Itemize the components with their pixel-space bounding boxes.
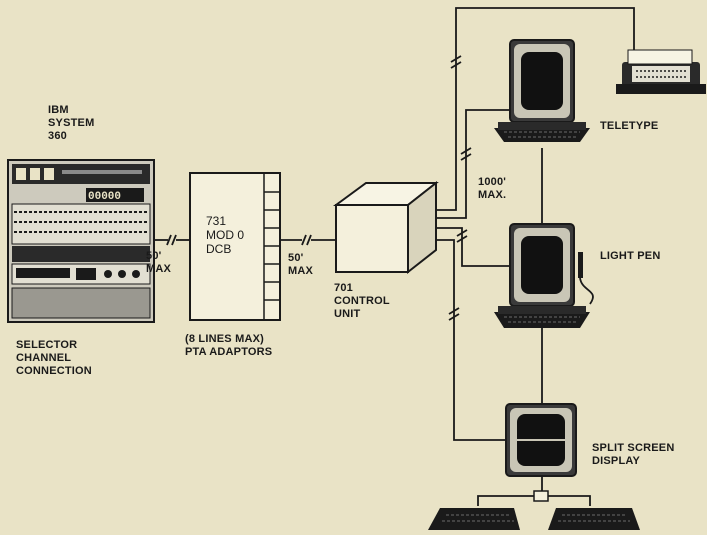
keyboard-splitter [533,490,549,502]
light-pen-label: LIGHT PEN [600,250,661,262]
cable-adaptor-to-control [280,234,336,246]
ibm-system-360-label: IBM SYSTEM 360 [48,104,95,142]
light-pen-icon [578,252,594,305]
split-screen-keyboard-right [548,508,640,530]
adaptor-box [189,172,281,321]
host-cable-length-label: 50' MAX [146,250,172,275]
display-terminal-split-screen [505,403,577,477]
console-digit-readout: 00000 [88,191,121,203]
cable-host-to-adaptor [154,234,190,246]
adaptor-cable-length-label: 50' MAX [288,252,314,277]
split-screen-keyboard-left [428,508,520,530]
split-screen-display-label: SPLIT SCREEN DISPLAY [592,442,675,467]
adaptor-box-text: 731 MOD 0 DCB [206,214,245,256]
terminal-cable-length-label: 1000' MAX. [478,176,507,201]
selector-channel-connection-label: SELECTOR CHANNEL CONNECTION [16,339,92,377]
ibm-system-360-cabinet [7,159,155,323]
pta-adaptors-caption: (8 LINES MAX) PTA ADAPTORS [185,333,273,358]
terminal-cables [436,7,635,506]
control-unit-cube [332,180,439,275]
display-terminal-top [494,39,590,142]
display-terminal-light-pen [494,223,590,328]
teletype-label: TELETYPE [600,120,659,132]
teletype-printer-icon [616,49,706,94]
control-unit-label: 701 CONTROL UNIT [334,282,390,320]
